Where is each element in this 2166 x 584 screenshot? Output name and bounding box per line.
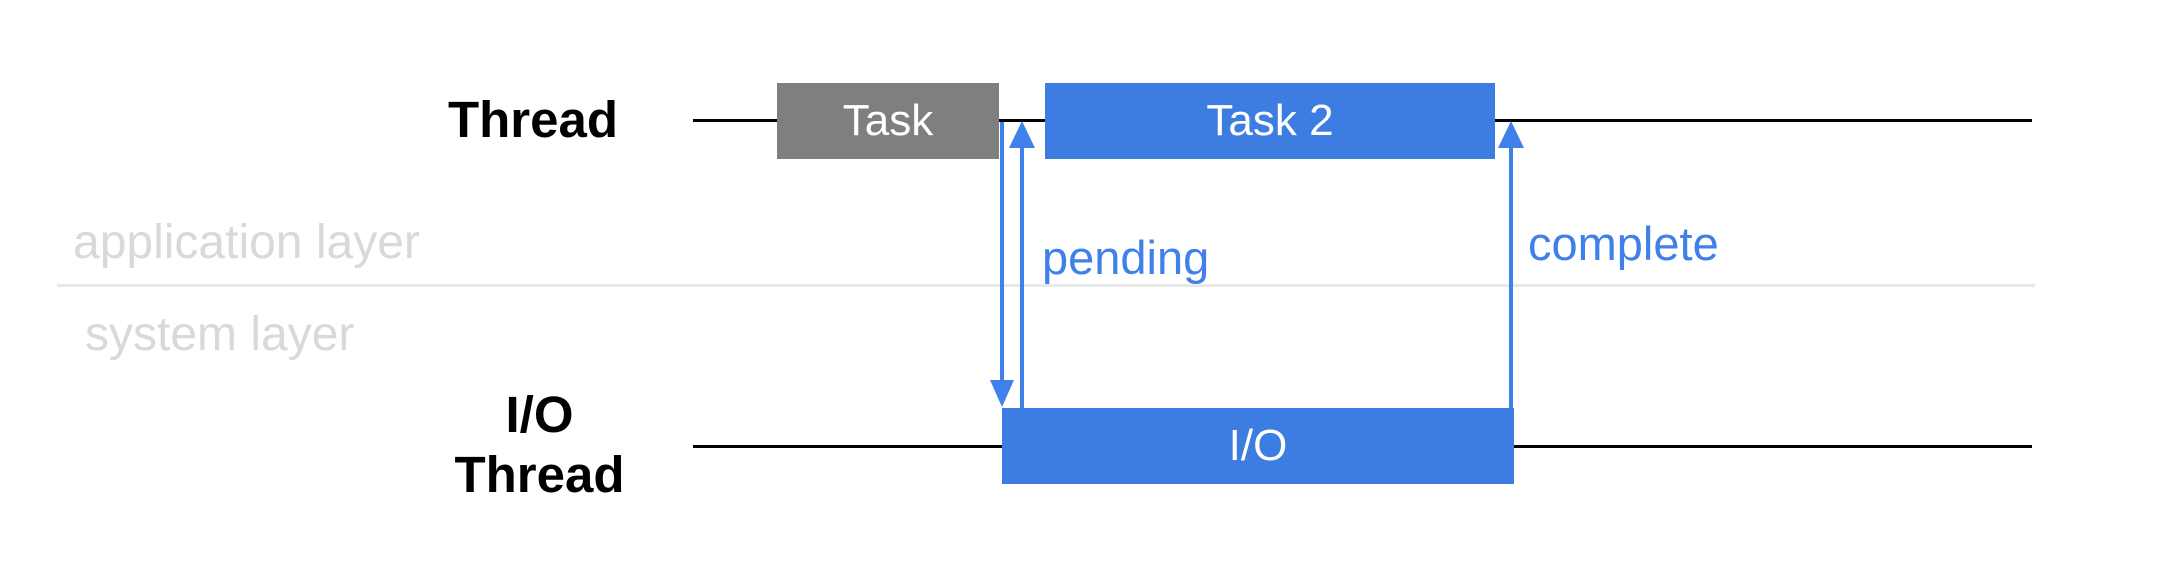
layer-divider-line — [57, 284, 2035, 287]
io-thread-label-line1: I/O — [505, 386, 574, 443]
pending-up-arrow — [1020, 146, 1024, 408]
io-thread-label-line2: Thread — [454, 446, 625, 503]
pending-up-arrowhead-icon — [1009, 121, 1035, 148]
pending-down-arrowhead-icon — [990, 380, 1014, 407]
task-box: Task — [777, 83, 999, 159]
io-thread-label: I/O Thread — [417, 385, 662, 505]
application-layer-label: application layer — [73, 216, 420, 269]
pending-down-arrow — [1000, 122, 1004, 382]
io-box: I/O — [1002, 408, 1514, 484]
task2-box-label: Task 2 — [1206, 96, 1334, 145]
pending-label: pending — [1042, 231, 1210, 284]
system-layer-label: system layer — [85, 308, 355, 361]
complete-up-arrowhead-icon — [1498, 121, 1524, 148]
task2-box: Task 2 — [1045, 83, 1495, 159]
thread-label: Thread — [447, 91, 618, 148]
complete-label: complete — [1528, 217, 1719, 270]
io-box-label: I/O — [1228, 421, 1288, 470]
task-box-label: Task — [842, 96, 934, 145]
complete-up-arrow — [1509, 146, 1513, 408]
